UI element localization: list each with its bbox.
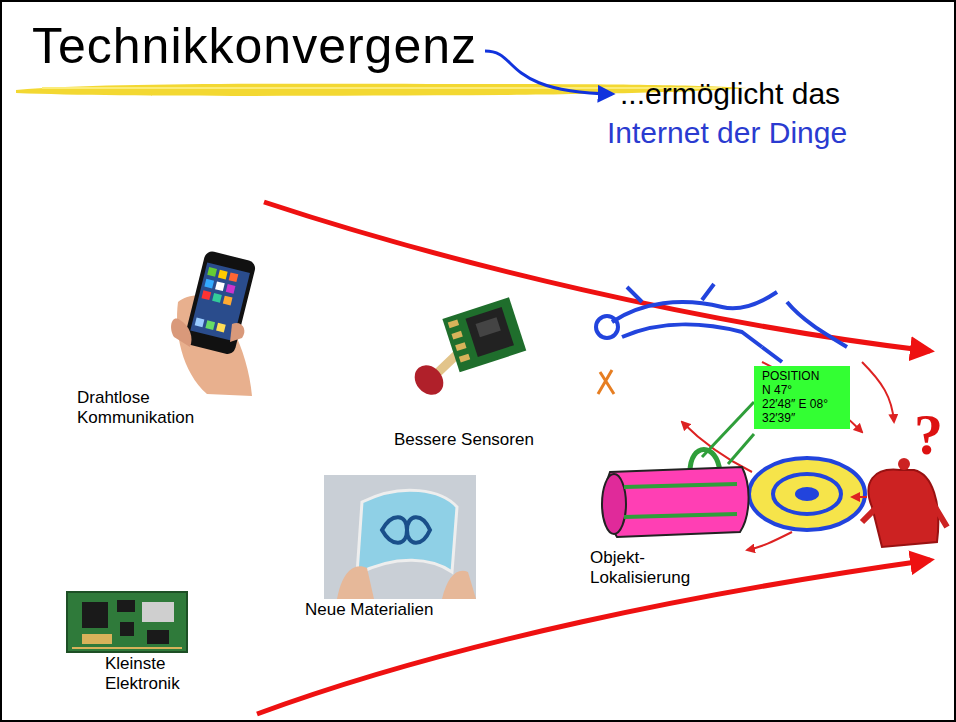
picture-caption: Drahtlose Kommunikation (77, 388, 217, 429)
position-text: POSITION N 47° 22′48″ E 08° 32′39″ (762, 369, 828, 425)
subtitle-text: ...ermöglicht das (620, 76, 840, 112)
picture-caption: Neue Materialien (305, 600, 434, 620)
question-mark: ? (914, 400, 943, 470)
position-box: POSITION N 47° 22′48″ E 08° 32′39″ (754, 366, 850, 429)
picture-caption: Bessere Sensoren (394, 430, 534, 450)
picture-caption: Objekt- Lokalisierung (590, 548, 708, 589)
sensor-picture (409, 297, 527, 400)
phone-picture (171, 250, 257, 396)
localisation-sketch (596, 284, 947, 550)
circuit-board-picture (67, 592, 187, 652)
title-arrow (485, 51, 612, 94)
subtitle-highlight: Internet der Dinge (607, 115, 847, 151)
picture-caption: Kleinste Elektronik (105, 654, 201, 695)
material-picture (324, 475, 476, 599)
convergence-curve (264, 202, 930, 351)
slide-title: Technikkonvergenz (32, 16, 477, 76)
bag-picture (602, 402, 754, 537)
